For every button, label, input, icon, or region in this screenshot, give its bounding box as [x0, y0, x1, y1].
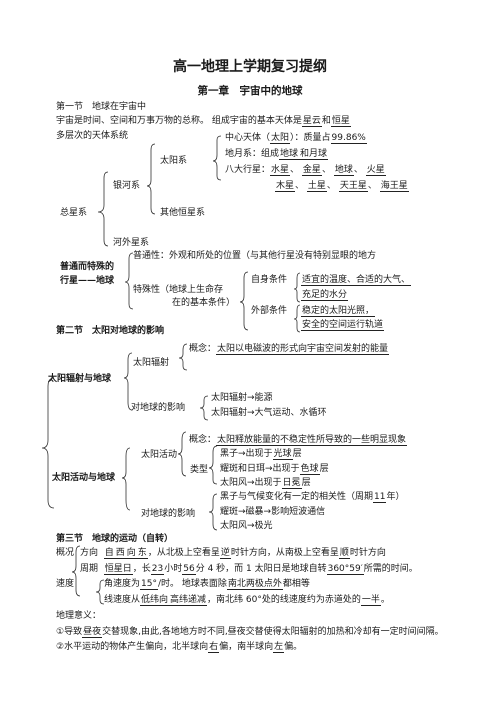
document-title: 高一地理上学期复习提纲	[173, 59, 327, 75]
self-condition-label: 自身条件	[251, 275, 288, 285]
activity-effect-3: 太阳风→极光	[220, 521, 273, 531]
chapter-title: 第一章 宇宙中的地球	[197, 85, 303, 97]
external-condition-b: 安全的空间运行轨道	[301, 320, 385, 331]
radiation-effect-1: 太阳辐射→能源	[211, 393, 273, 403]
brace-ext	[293, 304, 301, 333]
activity-label: 太阳活动	[141, 450, 178, 460]
brace-total-galaxy	[97, 171, 109, 247]
radiation-effect-label: 对地球的影响	[131, 403, 186, 413]
angular-speed-line: 角速度为15°/时。 地球表面除南北两极点外都相等	[104, 579, 310, 590]
milky-way-label: 银河系	[113, 181, 141, 191]
linear-speed-line: 线速度从低纬向高纬递减，南北纬 60°处的线速度约为赤道处的一半。	[104, 595, 390, 606]
other-stars-label: 其他恒星系	[160, 208, 206, 218]
planets-line-2: 木星、 土星、 天王星、 海王星	[275, 181, 409, 192]
external-condition-label: 外部条件	[251, 306, 288, 316]
activity-concept: 概念：太阳释放能量的不稳定性所导致的一些明显现象	[189, 435, 408, 446]
total-galaxy-label: 总星系	[60, 208, 88, 218]
brace-act-effect	[208, 493, 218, 531]
meaning-label: 地理意义：	[56, 611, 102, 621]
brace-sun-effects	[41, 377, 55, 509]
extragalactic-label: 河外星系	[113, 238, 150, 248]
activity-effect-2: 耀斑→磁暴→影响短波通信	[220, 507, 326, 517]
type-flare: 耀斑和日珥→出现于色球层	[220, 464, 329, 475]
brace-earth	[124, 252, 134, 310]
meaning-1: ①导致昼夜交替现象,由此,各地地方时不同,昼夜交替使得太阳辐射的加热和冷却有一定…	[56, 627, 444, 638]
earth-moon-line: 地月系：组成地球和月球	[225, 149, 329, 160]
direction-line: 方向 自西向东，从北极上空看呈逆时针方向，从南极上空看呈顺时针方向	[80, 548, 386, 559]
type-sunspot: 黑子→出现于光球层	[220, 449, 302, 460]
section3-heading: 第三节 地球的运动（自转）	[56, 534, 174, 544]
special-feature-1: 特殊性（地球上生命存	[133, 285, 224, 295]
brace-act-sub	[177, 431, 187, 477]
activity-types-label: 类型	[190, 465, 209, 475]
activity-effect-1: 黑子与气候变化有一定的相关性（周期11年）	[220, 492, 405, 503]
universe-intro: 宇宙是时间、空间和万事万物的总称。 组成宇宙的基本天体是星云和恒星	[56, 116, 351, 127]
meaning-2: ②水平运动的物体产生偏向，北半球向右偏，南半球向左偏。	[56, 642, 303, 653]
levels-label: 多层次的天体系统	[56, 131, 129, 141]
brace-radiation	[123, 352, 133, 411]
speed-label: 速度	[56, 579, 75, 589]
period-line: 周期 恒星日，长23小时56分 4 秒，而 1 太阳日是地球自转360°59′所…	[80, 564, 418, 575]
self-condition-a: 适宜的温度、合适的大气、	[301, 275, 412, 286]
self-condition-b: 充足的水分	[301, 290, 349, 301]
radiation-main-label: 太阳辐射与地球	[48, 374, 112, 384]
solar-system-label: 太阳系	[160, 156, 188, 166]
activity-main-label: 太阳活动与地球	[52, 473, 116, 483]
earth-special-label-1: 普通而特殊的	[60, 262, 115, 272]
radiation-concept: 概念：太阳以电磁波的形式向宇宙空间发射的能量	[189, 344, 390, 355]
brace-conditions	[239, 271, 249, 331]
common-feature: 普通性：外观和所处的位置（与其他行星没有特别显眼的地方	[133, 251, 377, 261]
brace-types	[208, 445, 218, 485]
activity-effect-label: 对地球的影响	[141, 509, 196, 519]
radiation-effect-2: 太阳辐射→大气运动、水循环	[211, 408, 327, 418]
radiation-label: 太阳辐射	[133, 358, 170, 368]
planets-line-1: 八大行星：水星、 金星、 地球、 火星	[225, 165, 386, 176]
external-condition-a: 稳定的太阳光照，	[301, 306, 376, 317]
section1-heading: 第一节 地球在宇宙中	[56, 102, 147, 112]
earth-special-label-2: 行星——地球	[60, 276, 115, 286]
center-body-line: 中心天体（太阳）：质量占99.86%	[225, 133, 367, 144]
overview-label: 概况	[56, 548, 75, 558]
type-solar-wind: 太阳风→出现于日冕层	[220, 478, 311, 489]
brace-solar-system	[212, 135, 222, 181]
brace-rad-concept	[178, 343, 188, 371]
brace-milky-way	[146, 143, 156, 215]
section2-heading: 第二节 太阳对地球的影响	[56, 326, 165, 336]
brace-speed	[95, 579, 105, 605]
brace-rad-effect	[199, 395, 209, 421]
special-feature-2: 在的基本条件）	[172, 298, 236, 308]
brace-activity	[121, 447, 131, 511]
brace-self	[293, 272, 301, 303]
